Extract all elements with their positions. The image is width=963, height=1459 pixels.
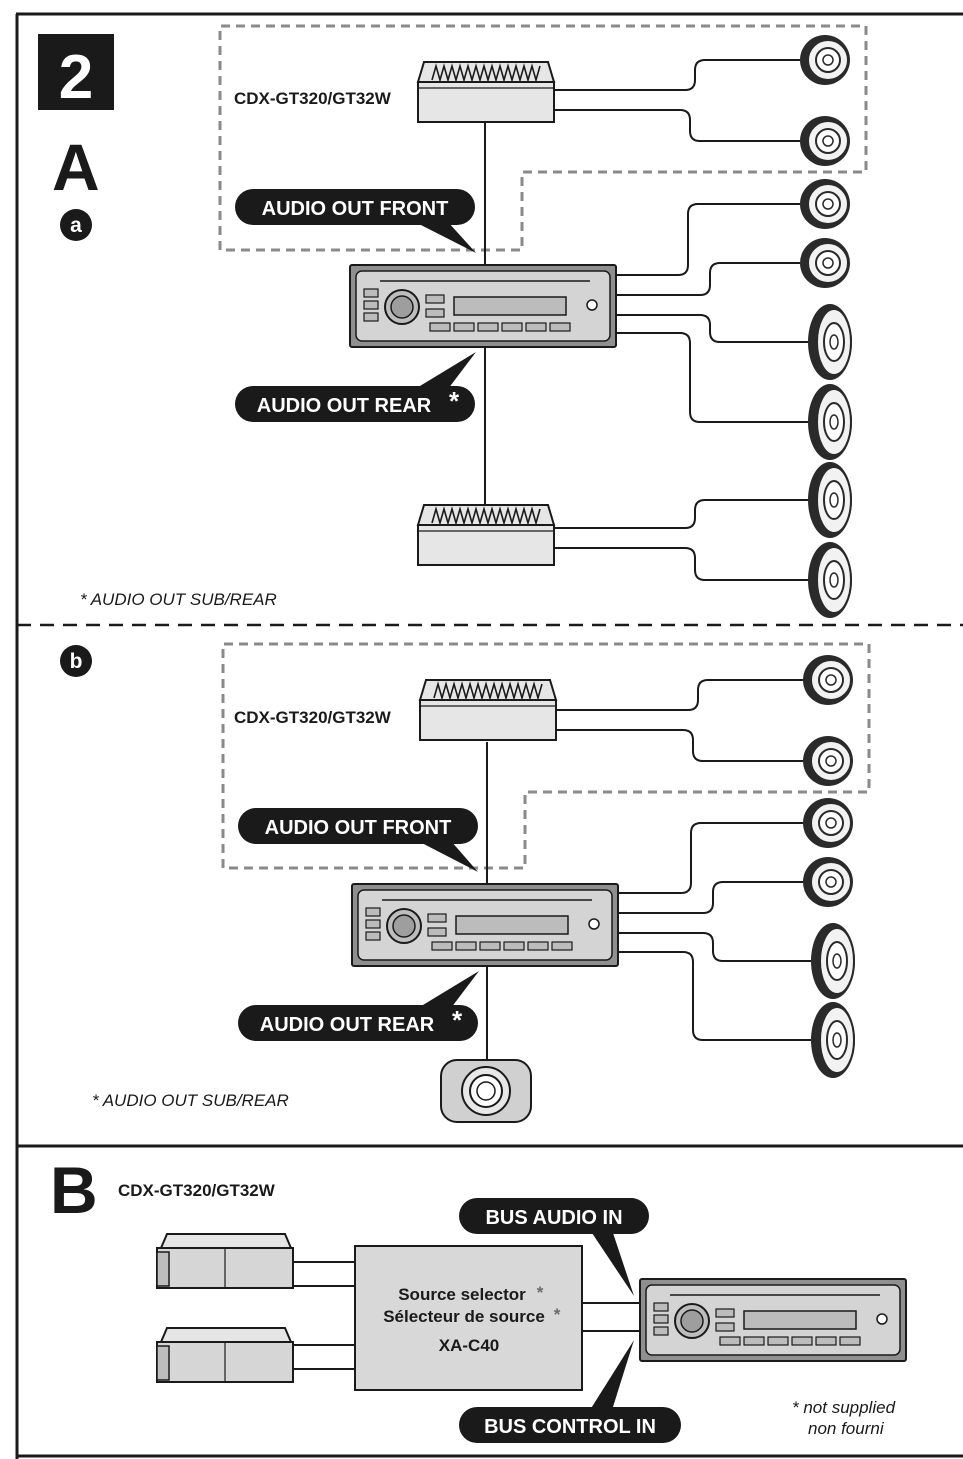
label-audio-out-rear-b: AUDIO OUT REAR * — [238, 971, 479, 1041]
label-audio-out-front-b: AUDIO OUT FRONT — [238, 808, 478, 872]
speaker-round-b1 — [802, 654, 854, 706]
speaker-oval-a4 — [807, 541, 853, 619]
amplifier-front-a — [417, 61, 555, 123]
selector-line1: Source selector — [398, 1285, 526, 1304]
non-fourni-note: non fourni — [808, 1419, 885, 1438]
bus-control-in-text: BUS CONTROL IN — [484, 1416, 656, 1438]
head-unit-a — [349, 264, 617, 348]
audio-out-rear-b-asterisk: * — [452, 1005, 463, 1035]
selector-line2-asterisk: * — [554, 1305, 561, 1324]
speaker-oval-b2 — [810, 1001, 856, 1079]
bus-audio-in-text: BUS AUDIO IN — [485, 1207, 622, 1229]
speaker-oval-a1 — [807, 303, 853, 381]
audio-out-rear-b-text: AUDIO OUT REAR — [260, 1014, 435, 1036]
amplifier-front-b — [419, 679, 557, 741]
speaker-round-a2 — [799, 115, 851, 167]
section-a-letter: A — [52, 130, 100, 204]
speaker-oval-b1 — [810, 922, 856, 1000]
marker-b — [60, 645, 92, 677]
wires-a — [484, 59, 808, 581]
page-number-box — [38, 34, 114, 110]
label-bus-audio-in: BUS AUDIO IN — [459, 1198, 649, 1296]
speaker-oval-a3 — [807, 461, 853, 539]
audio-out-front-b-text: AUDIO OUT FRONT — [265, 817, 452, 839]
head-unit-section-b — [639, 1278, 907, 1362]
speaker-round-b2 — [802, 735, 854, 787]
model-label-a: CDX-GT320/GT32W — [234, 89, 392, 108]
selector-model: XA-C40 — [439, 1336, 499, 1355]
head-unit-b — [351, 883, 619, 967]
cd-changer-2 — [156, 1327, 294, 1383]
speaker-round-a1 — [799, 34, 851, 86]
speaker-round-a4 — [799, 237, 851, 289]
model-label-section-b: CDX-GT320/GT32W — [118, 1181, 276, 1200]
audio-out-rear-a-asterisk: * — [449, 386, 460, 416]
audio-out-front-a-text: AUDIO OUT FRONT — [262, 198, 449, 220]
speaker-oval-a2 — [807, 383, 853, 461]
page-number: 2 — [59, 43, 93, 112]
speaker-round-b3 — [802, 797, 854, 849]
label-bus-control-in: BUS CONTROL IN — [459, 1340, 681, 1443]
label-audio-out-front-a: AUDIO OUT FRONT — [235, 189, 476, 253]
amplifier-rear-a — [417, 504, 555, 566]
not-supplied-note: * not supplied — [792, 1398, 896, 1417]
selector-line2: Sélecteur de source — [383, 1307, 545, 1326]
selector-line1-asterisk: * — [537, 1283, 544, 1302]
source-selector-box: Source selector * Sélecteur de source * … — [354, 1245, 583, 1391]
section-b-letter: B — [50, 1153, 98, 1227]
marker-b-text: b — [70, 650, 83, 673]
speaker-round-b4 — [802, 856, 854, 908]
marker-a — [60, 209, 92, 241]
wires-section-b — [292, 1261, 640, 1370]
speaker-round-a3 — [799, 178, 851, 230]
audio-out-rear-a-text: AUDIO OUT REAR — [257, 395, 432, 417]
cd-changer-1 — [156, 1233, 294, 1289]
model-label-b: CDX-GT320/GT32W — [234, 708, 392, 727]
marker-a-text: a — [70, 214, 82, 237]
footnote-a: * AUDIO OUT SUB/REAR — [80, 590, 277, 609]
label-audio-out-rear-a: AUDIO OUT REAR * — [235, 352, 476, 422]
wires-b — [486, 679, 811, 1060]
subwoofer-b — [440, 1059, 532, 1123]
footnote-b: * AUDIO OUT SUB/REAR — [92, 1091, 289, 1110]
